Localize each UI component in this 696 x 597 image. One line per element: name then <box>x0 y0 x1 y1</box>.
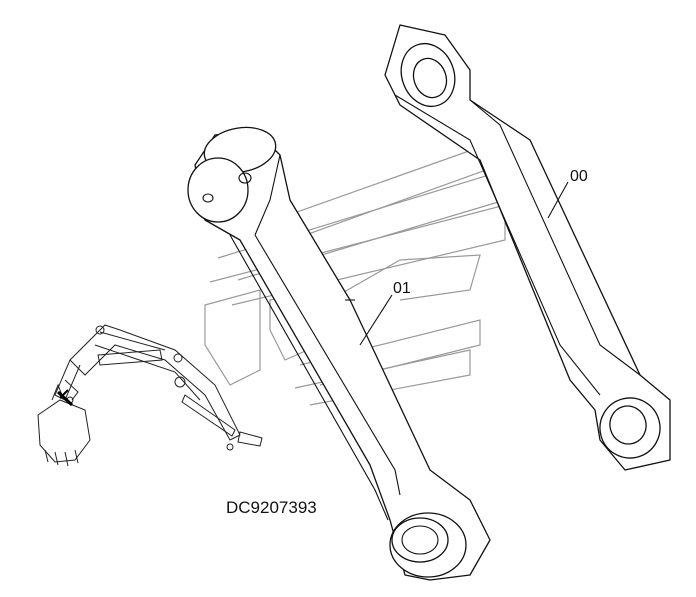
document-id: DC9207393 <box>226 498 317 517</box>
leader-line-01 <box>359 294 393 346</box>
leader-line-00 <box>547 181 569 219</box>
callout-01: 01 <box>393 280 411 297</box>
link-00 <box>384 24 671 471</box>
excavator-illustration <box>37 324 263 467</box>
callout-00: 00 <box>570 168 588 185</box>
link-01 <box>187 126 491 581</box>
